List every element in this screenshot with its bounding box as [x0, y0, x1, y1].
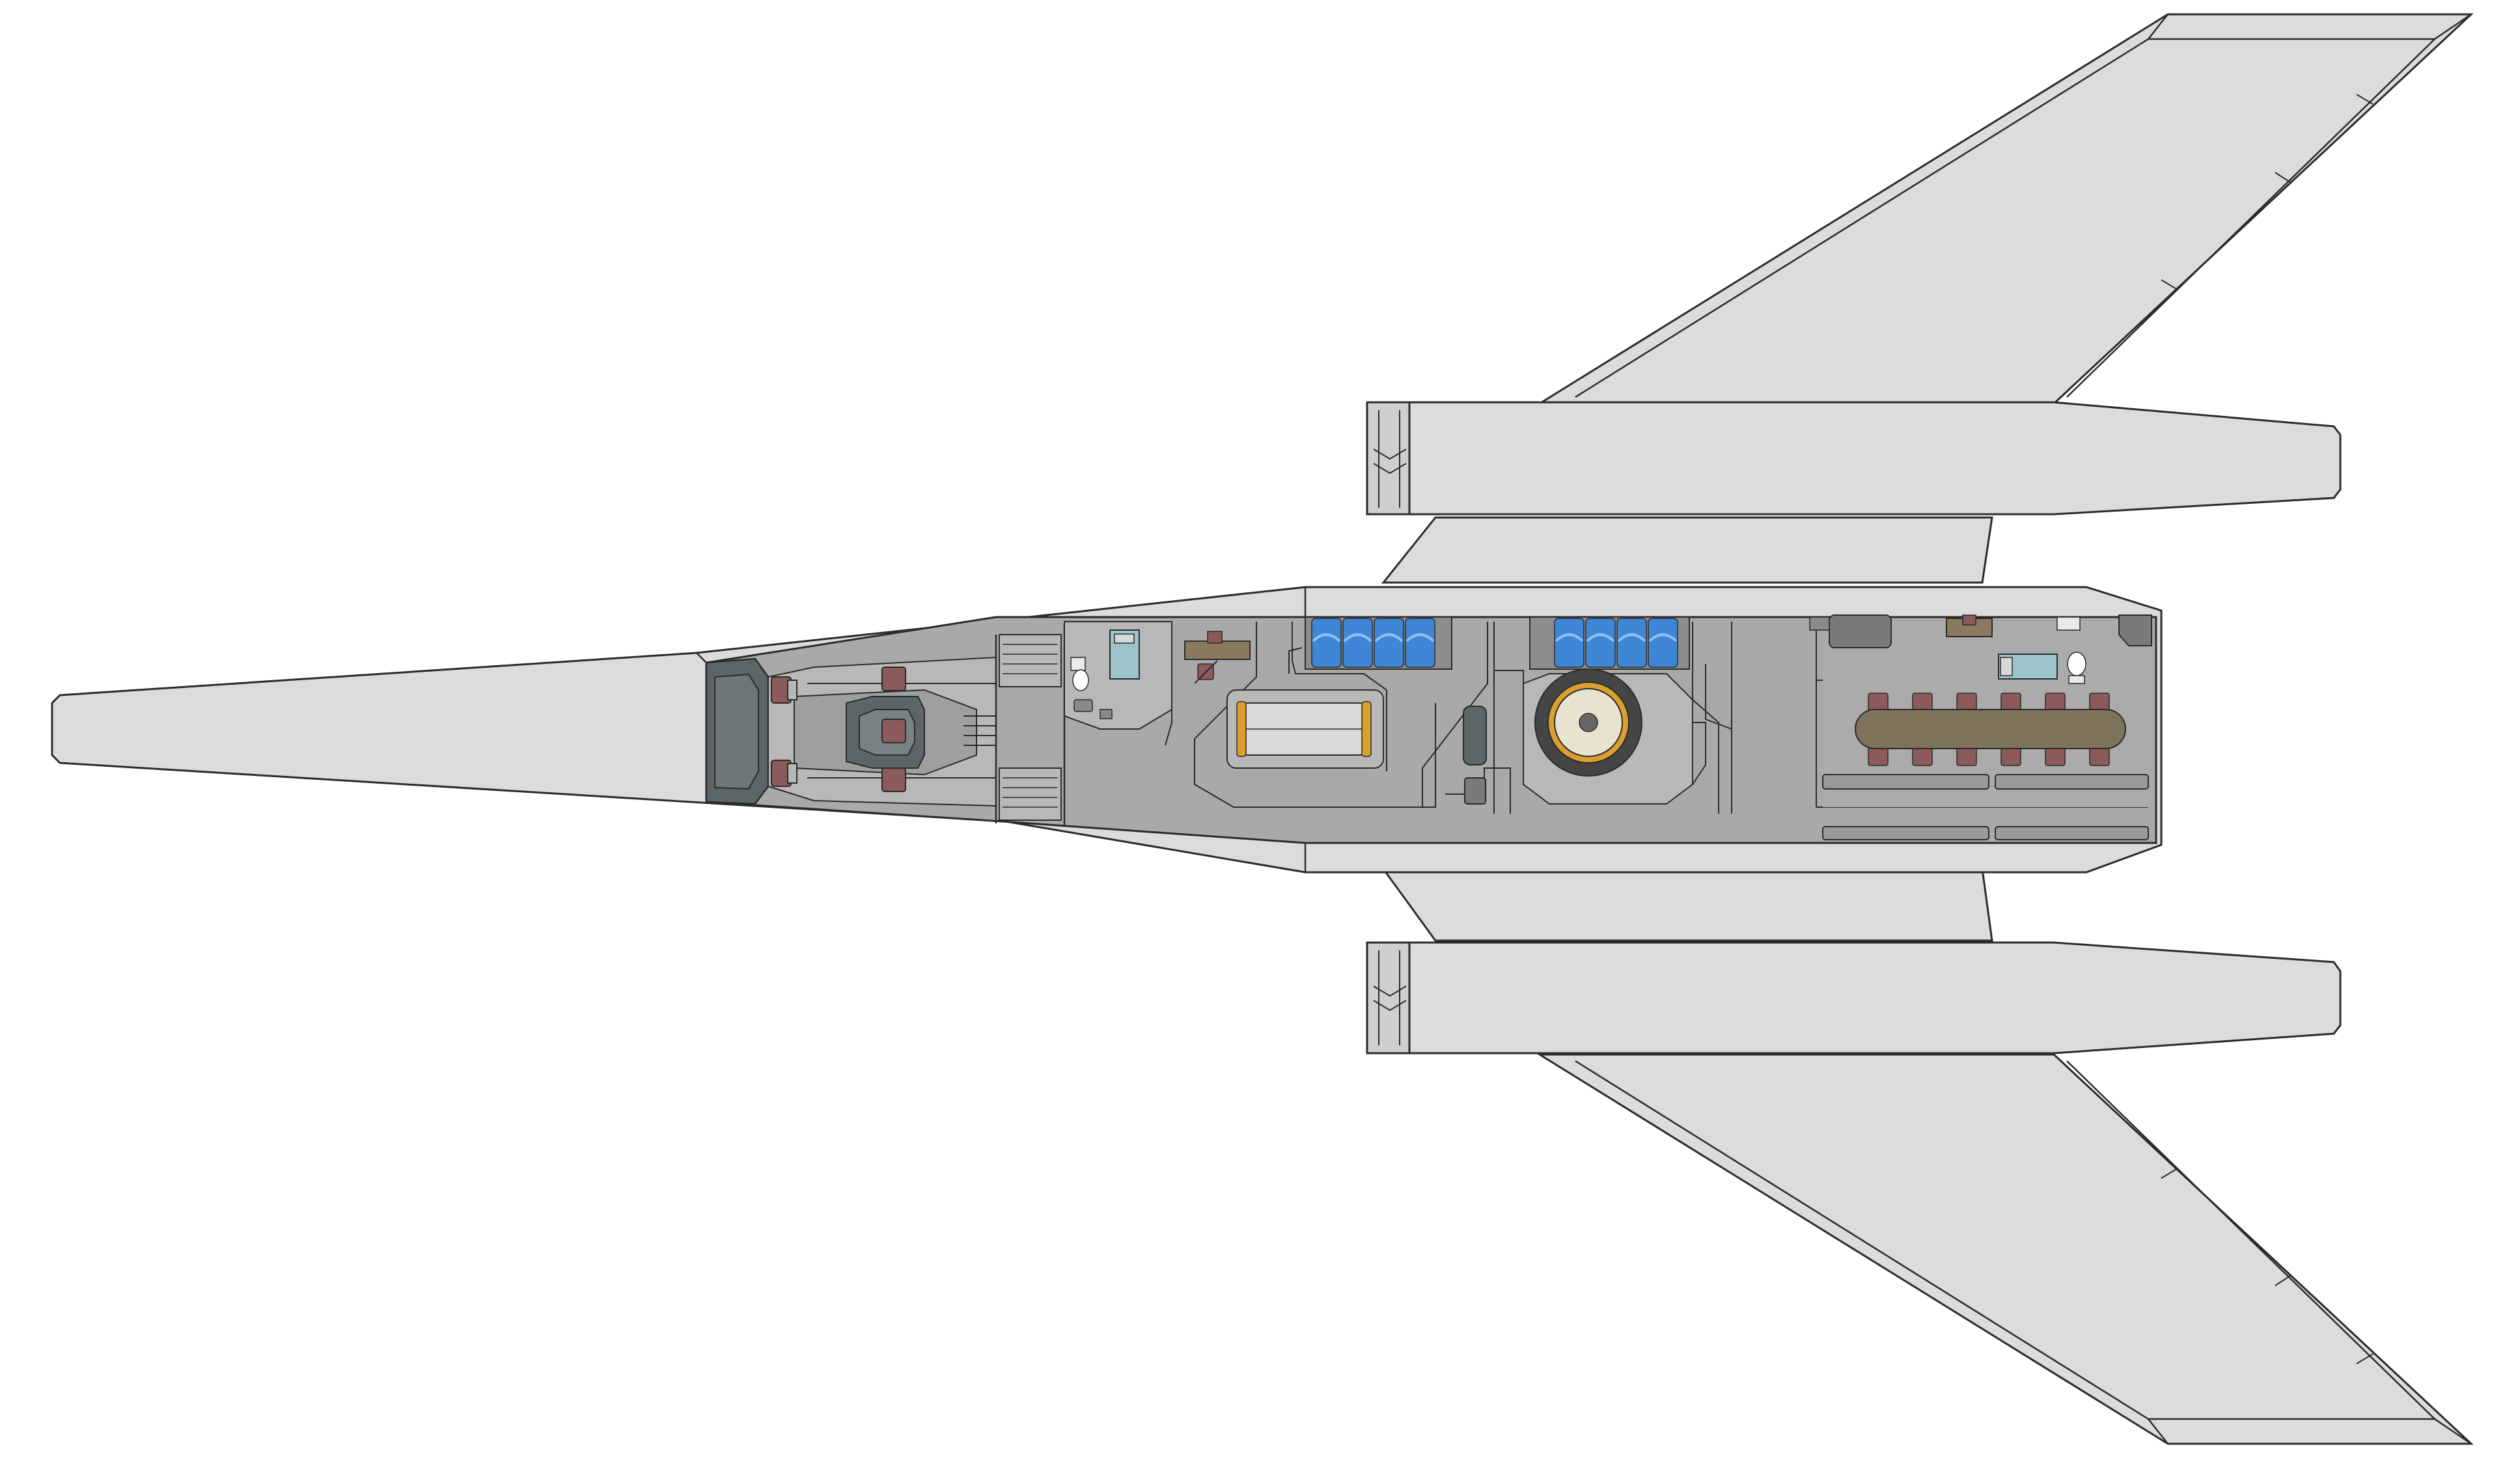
- cockpit-seats: [771, 667, 906, 792]
- reactor: [1523, 669, 1693, 805]
- stairwells: [995, 625, 1066, 827]
- upper-wing: [1381, 13, 2474, 584]
- bed-icon: [1998, 654, 2058, 680]
- tank-bank-aft: [1529, 616, 1690, 670]
- fuel-tanks: [1305, 616, 1690, 670]
- bed-icon: [1109, 629, 1140, 680]
- toilet-icon: [2067, 652, 2086, 684]
- washroom: [1064, 621, 1172, 730]
- reactor-icon: [1534, 669, 1642, 777]
- lower-engine-pod: [1366, 941, 2342, 1055]
- seat-icon: [881, 767, 906, 792]
- upper-engine-pod: [1366, 401, 2342, 516]
- desk: [1184, 631, 1251, 684]
- tank-icon: [1405, 618, 1435, 668]
- tank-icon: [1648, 618, 1678, 668]
- cargo-cylinder: [1226, 689, 1384, 769]
- conference-table: [1855, 693, 2126, 766]
- tank-icon: [1342, 618, 1373, 668]
- seat-icon: [881, 667, 906, 691]
- reactor-consoles: [1463, 706, 1487, 805]
- tank-icon: [1311, 618, 1342, 668]
- tank-icon: [1616, 618, 1647, 668]
- tank-icon: [1554, 618, 1585, 668]
- seat-icon: [771, 676, 797, 704]
- tank-icon: [1585, 618, 1616, 668]
- table-icon: [1855, 709, 2126, 749]
- tank-bank-forward: [1305, 616, 1452, 670]
- seat-icon: [881, 719, 906, 743]
- aft-quarters: [1946, 614, 2086, 684]
- tank-icon: [1374, 618, 1404, 668]
- lower-wing: [1381, 868, 2474, 1445]
- seat-icon: [771, 760, 797, 787]
- toilet-icon: [1070, 657, 1089, 691]
- cylinder-icon: [1236, 701, 1372, 757]
- aft-benches: [1822, 774, 2149, 840]
